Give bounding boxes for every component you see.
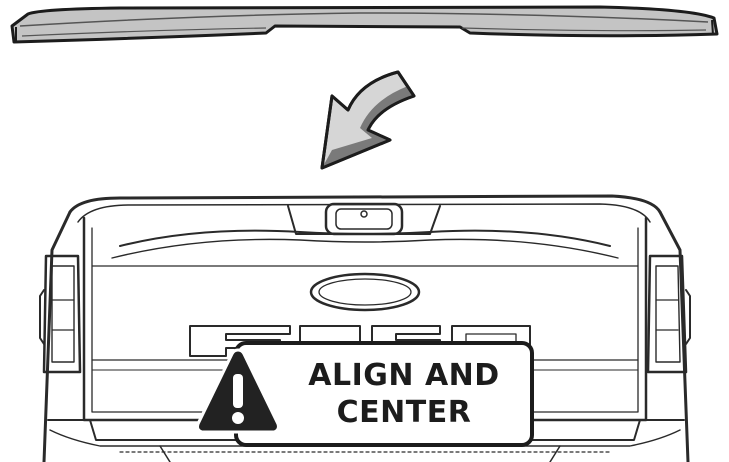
callout-line-1: ALIGN AND	[308, 357, 499, 394]
tailgate-spoiler	[12, 7, 717, 42]
curved-arrow-down-left-icon	[322, 72, 414, 168]
callout-line-2: CENTER	[337, 394, 472, 431]
warning-triangle-overlay-icon	[196, 346, 280, 436]
